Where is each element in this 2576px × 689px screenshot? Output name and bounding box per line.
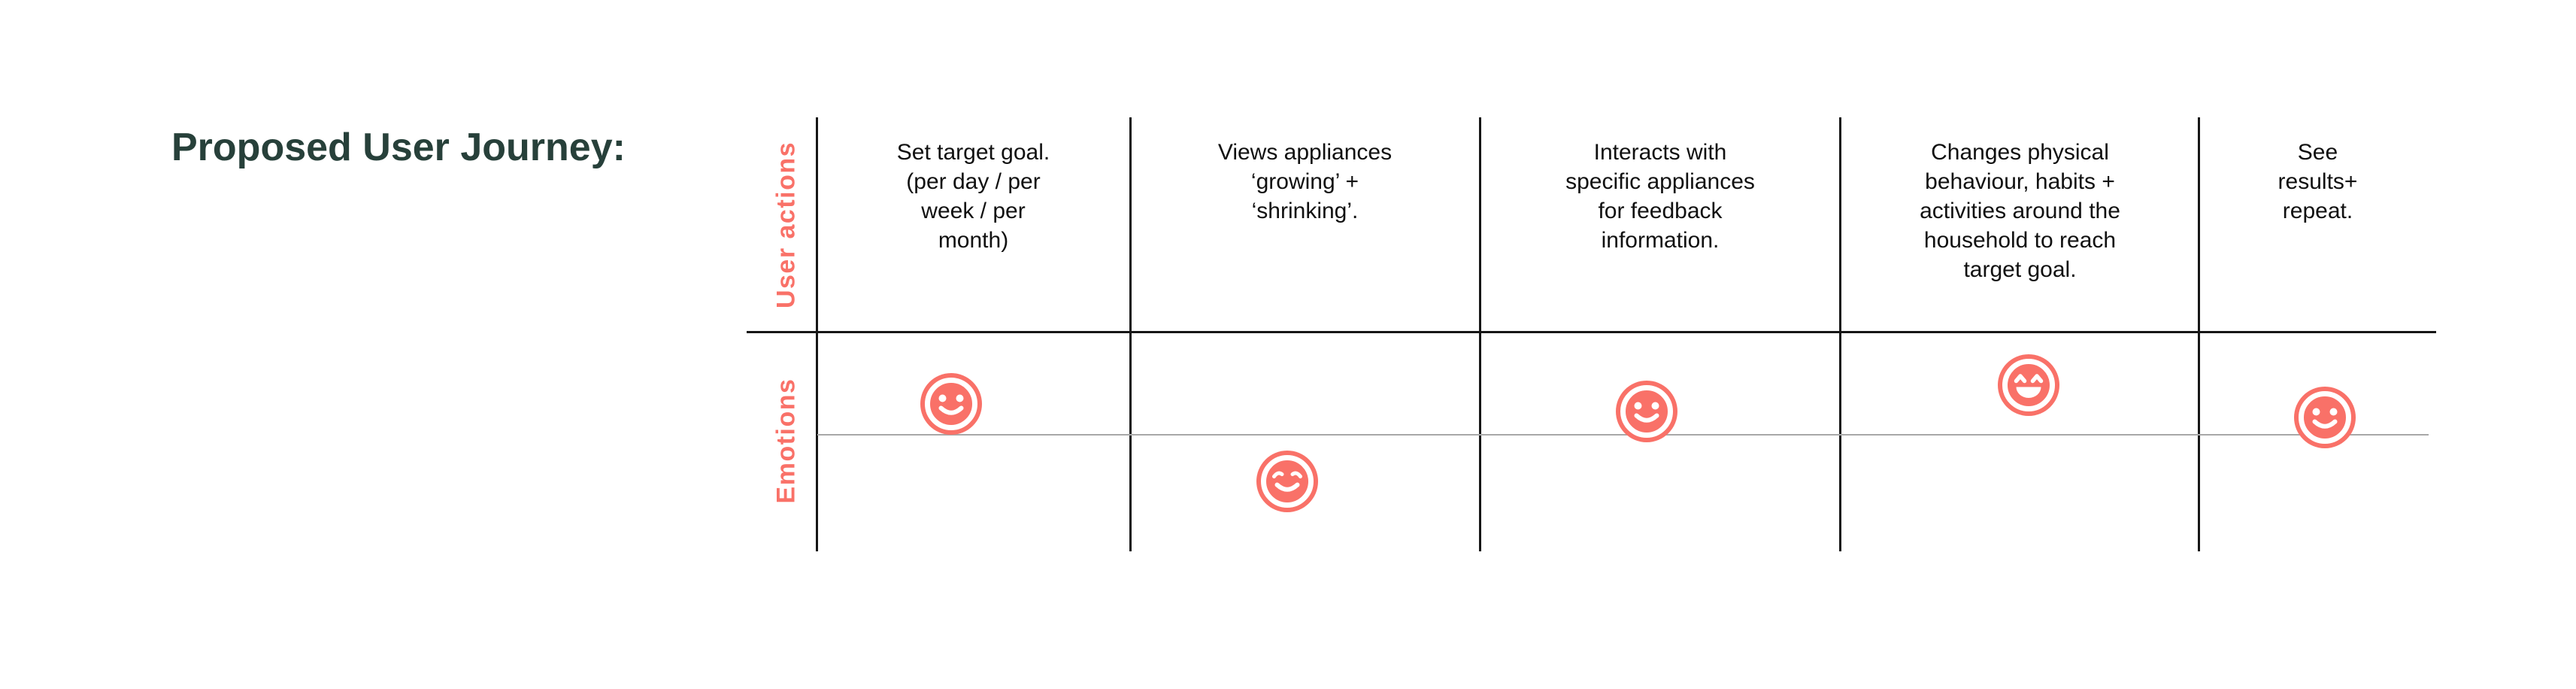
smiley-grin-icon: [1997, 354, 2060, 417]
action-line: (per day / per: [906, 169, 1041, 194]
action-line: information.: [1601, 228, 1720, 253]
smiley-happy-icon: [920, 372, 983, 436]
action-cell-3: Interacts with specific appliances for f…: [1480, 138, 1841, 255]
action-line: repeat.: [2282, 199, 2353, 223]
grid-column-line: [1129, 117, 1132, 551]
grid-column-line: [816, 117, 818, 551]
action-line: month): [938, 228, 1009, 253]
action-line: Set target goal.: [896, 140, 1050, 165]
row-label-emotions: Emotions: [771, 378, 801, 504]
action-line: for feedback: [1598, 199, 1723, 223]
grid-column-line: [2198, 117, 2200, 551]
action-line: household to reach: [1923, 228, 2117, 253]
action-line: activities around the: [1920, 199, 2120, 223]
page-title: Proposed User Journey:: [171, 126, 626, 169]
smiley-happy-icon: [1615, 380, 1678, 443]
action-line: target goal.: [1963, 257, 2077, 282]
action-cell-1: Set target goal. (per day / per week / p…: [817, 138, 1130, 255]
action-cell-4: Changes physical behaviour, habits + act…: [1841, 138, 2199, 284]
grid-column-line: [1839, 117, 1841, 551]
action-line: Interacts with: [1593, 140, 1727, 165]
action-line: behaviour, habits +: [1925, 169, 2115, 194]
action-line: Changes physical: [1931, 140, 2109, 165]
action-line: ‘growing’ +: [1250, 169, 1359, 194]
action-line: results+: [2277, 169, 2358, 194]
row-divider-line: [747, 331, 2436, 333]
action-line: Views appliances: [1217, 140, 1393, 165]
action-line: ‘shrinking’.: [1251, 199, 1359, 223]
grid-column-line: [1479, 117, 1481, 551]
emotion-baseline: [817, 434, 2429, 436]
action-line: week / per: [921, 199, 1026, 223]
smiley-relaxed-icon: [1256, 450, 1319, 513]
action-cell-2: Views appliances ‘growing’ + ‘shrinking’…: [1130, 138, 1480, 226]
action-line: specific appliances: [1565, 169, 1755, 194]
action-cell-5: See results+ repeat.: [2199, 138, 2436, 226]
row-label-user-actions: User actions: [771, 141, 801, 309]
smiley-happy-icon: [2293, 386, 2356, 449]
action-line: See: [2297, 140, 2338, 165]
